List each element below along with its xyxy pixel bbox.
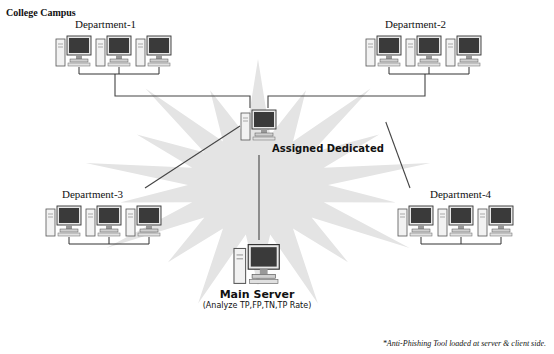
node-label: Department-2 <box>385 18 490 30</box>
department-group: Department-2 <box>360 18 490 74</box>
node-label: Department-1 <box>75 18 180 30</box>
network-link <box>268 74 425 108</box>
department-group: Department-3 <box>40 188 170 244</box>
diagram-title: College Campus <box>6 7 76 18</box>
node-label: Department-3 <box>62 188 170 200</box>
node-sublabel: (Analyze TP,FP,TN,TP Rate) <box>200 301 315 310</box>
network-link <box>145 126 240 188</box>
department-group: Department-1 <box>50 18 180 74</box>
network-link <box>386 122 410 188</box>
footnote: *Anti-Phishing Tool loaded at server & c… <box>383 339 546 348</box>
node-label: Main Server <box>200 288 315 301</box>
main-server: Main Server(Analyze TP,FP,TN,TP Rate) <box>200 240 315 312</box>
network-link <box>115 74 250 108</box>
node-label: Department-4 <box>430 188 522 200</box>
node-label: Assigned Dedicated <box>272 143 386 154</box>
department-group: Department-4 <box>392 188 522 244</box>
dedicated-node: Assigned Dedicated <box>240 108 386 155</box>
network-link <box>258 155 259 240</box>
